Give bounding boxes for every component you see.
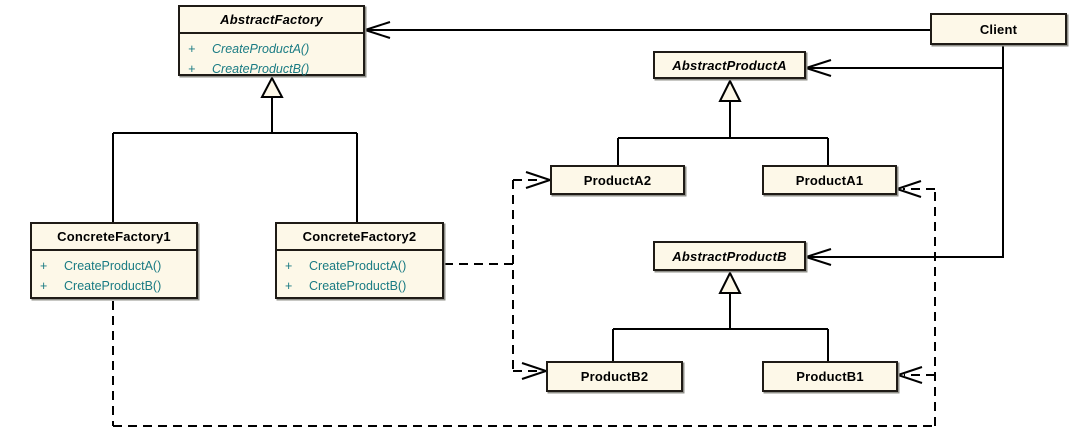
class-title: ConcreteFactory2 <box>277 224 442 251</box>
method-list: + CreateProductA() + CreateProductB() <box>277 251 442 296</box>
class-box-product-b2: ProductB2 <box>546 361 683 392</box>
method-visibility: + <box>40 259 48 273</box>
method-row: + CreateProductB() <box>285 276 436 296</box>
method-visibility: + <box>188 62 196 76</box>
method-visibility: + <box>40 279 48 293</box>
class-title: ProductA1 <box>795 172 864 188</box>
method-list: + CreateProductA() + CreateProductB() <box>180 34 363 79</box>
method-row: + CreateProductA() <box>40 256 190 276</box>
open-arrowhead-icon <box>802 248 832 266</box>
method-row: + CreateProductA() <box>188 39 357 59</box>
method-visibility: + <box>188 42 196 56</box>
open-arrowhead-icon <box>802 59 832 77</box>
method-row: + CreateProductB() <box>40 276 190 296</box>
open-arrowhead-icon <box>893 180 922 198</box>
class-box-abstract-product-a: AbstractProductA <box>653 51 806 79</box>
edge-producta-generalization <box>617 101 829 165</box>
class-box-concrete-factory-1: ConcreteFactory1 + CreateProductA() + Crea… <box>30 222 198 299</box>
hollow-triangle-icon <box>718 78 742 102</box>
method-visibility: + <box>285 259 293 273</box>
edge-concretefactories-generalization <box>112 97 358 222</box>
class-box-product-b1: ProductB1 <box>762 361 898 392</box>
class-title: ProductB1 <box>796 369 864 384</box>
method-signature: CreateProductB() <box>212 62 310 76</box>
method-signature: CreateProductB() <box>64 279 162 293</box>
class-box-product-a1: ProductA1 <box>762 165 897 195</box>
class-title: AbstractProductA <box>672 57 787 73</box>
open-arrowhead-icon <box>894 366 923 384</box>
class-box-abstract-product-b: AbstractProductB <box>653 241 806 271</box>
class-title: Client <box>979 21 1018 37</box>
edge-productb-generalization <box>612 293 829 361</box>
method-list: + CreateProductA() + CreateProductB() <box>32 251 196 296</box>
class-box-abstract-factory: AbstractFactory + CreateProductA() + Creat… <box>178 5 365 76</box>
class-box-client: Client <box>930 13 1067 45</box>
method-signature: CreateProductB() <box>309 279 407 293</box>
class-box-product-a2: ProductA2 <box>550 165 685 195</box>
class-title: ProductA2 <box>583 172 652 188</box>
class-title: ProductB2 <box>580 369 649 384</box>
hollow-triangle-icon <box>260 75 284 98</box>
class-box-concrete-factory-2: ConcreteFactory2 + CreateProductA() + Crea… <box>275 222 444 299</box>
method-row: + CreateProductA() <box>285 256 436 276</box>
method-signature: CreateProductA() <box>309 259 407 273</box>
edge-concretefactory1-dependency <box>112 188 936 427</box>
method-row: + CreateProductB() <box>188 59 357 79</box>
open-arrowhead-icon <box>361 21 391 39</box>
method-signature: CreateProductA() <box>212 42 310 56</box>
edge-concretefactory2-dependency <box>444 179 543 372</box>
class-title: AbstractFactory <box>180 7 363 34</box>
class-title: ConcreteFactory1 <box>32 224 196 251</box>
class-title: AbstractProductB <box>672 248 787 264</box>
method-visibility: + <box>285 279 293 293</box>
hollow-triangle-icon <box>718 270 742 294</box>
edge-client-abstractproductb <box>806 45 1004 258</box>
method-signature: CreateProductA() <box>64 259 162 273</box>
